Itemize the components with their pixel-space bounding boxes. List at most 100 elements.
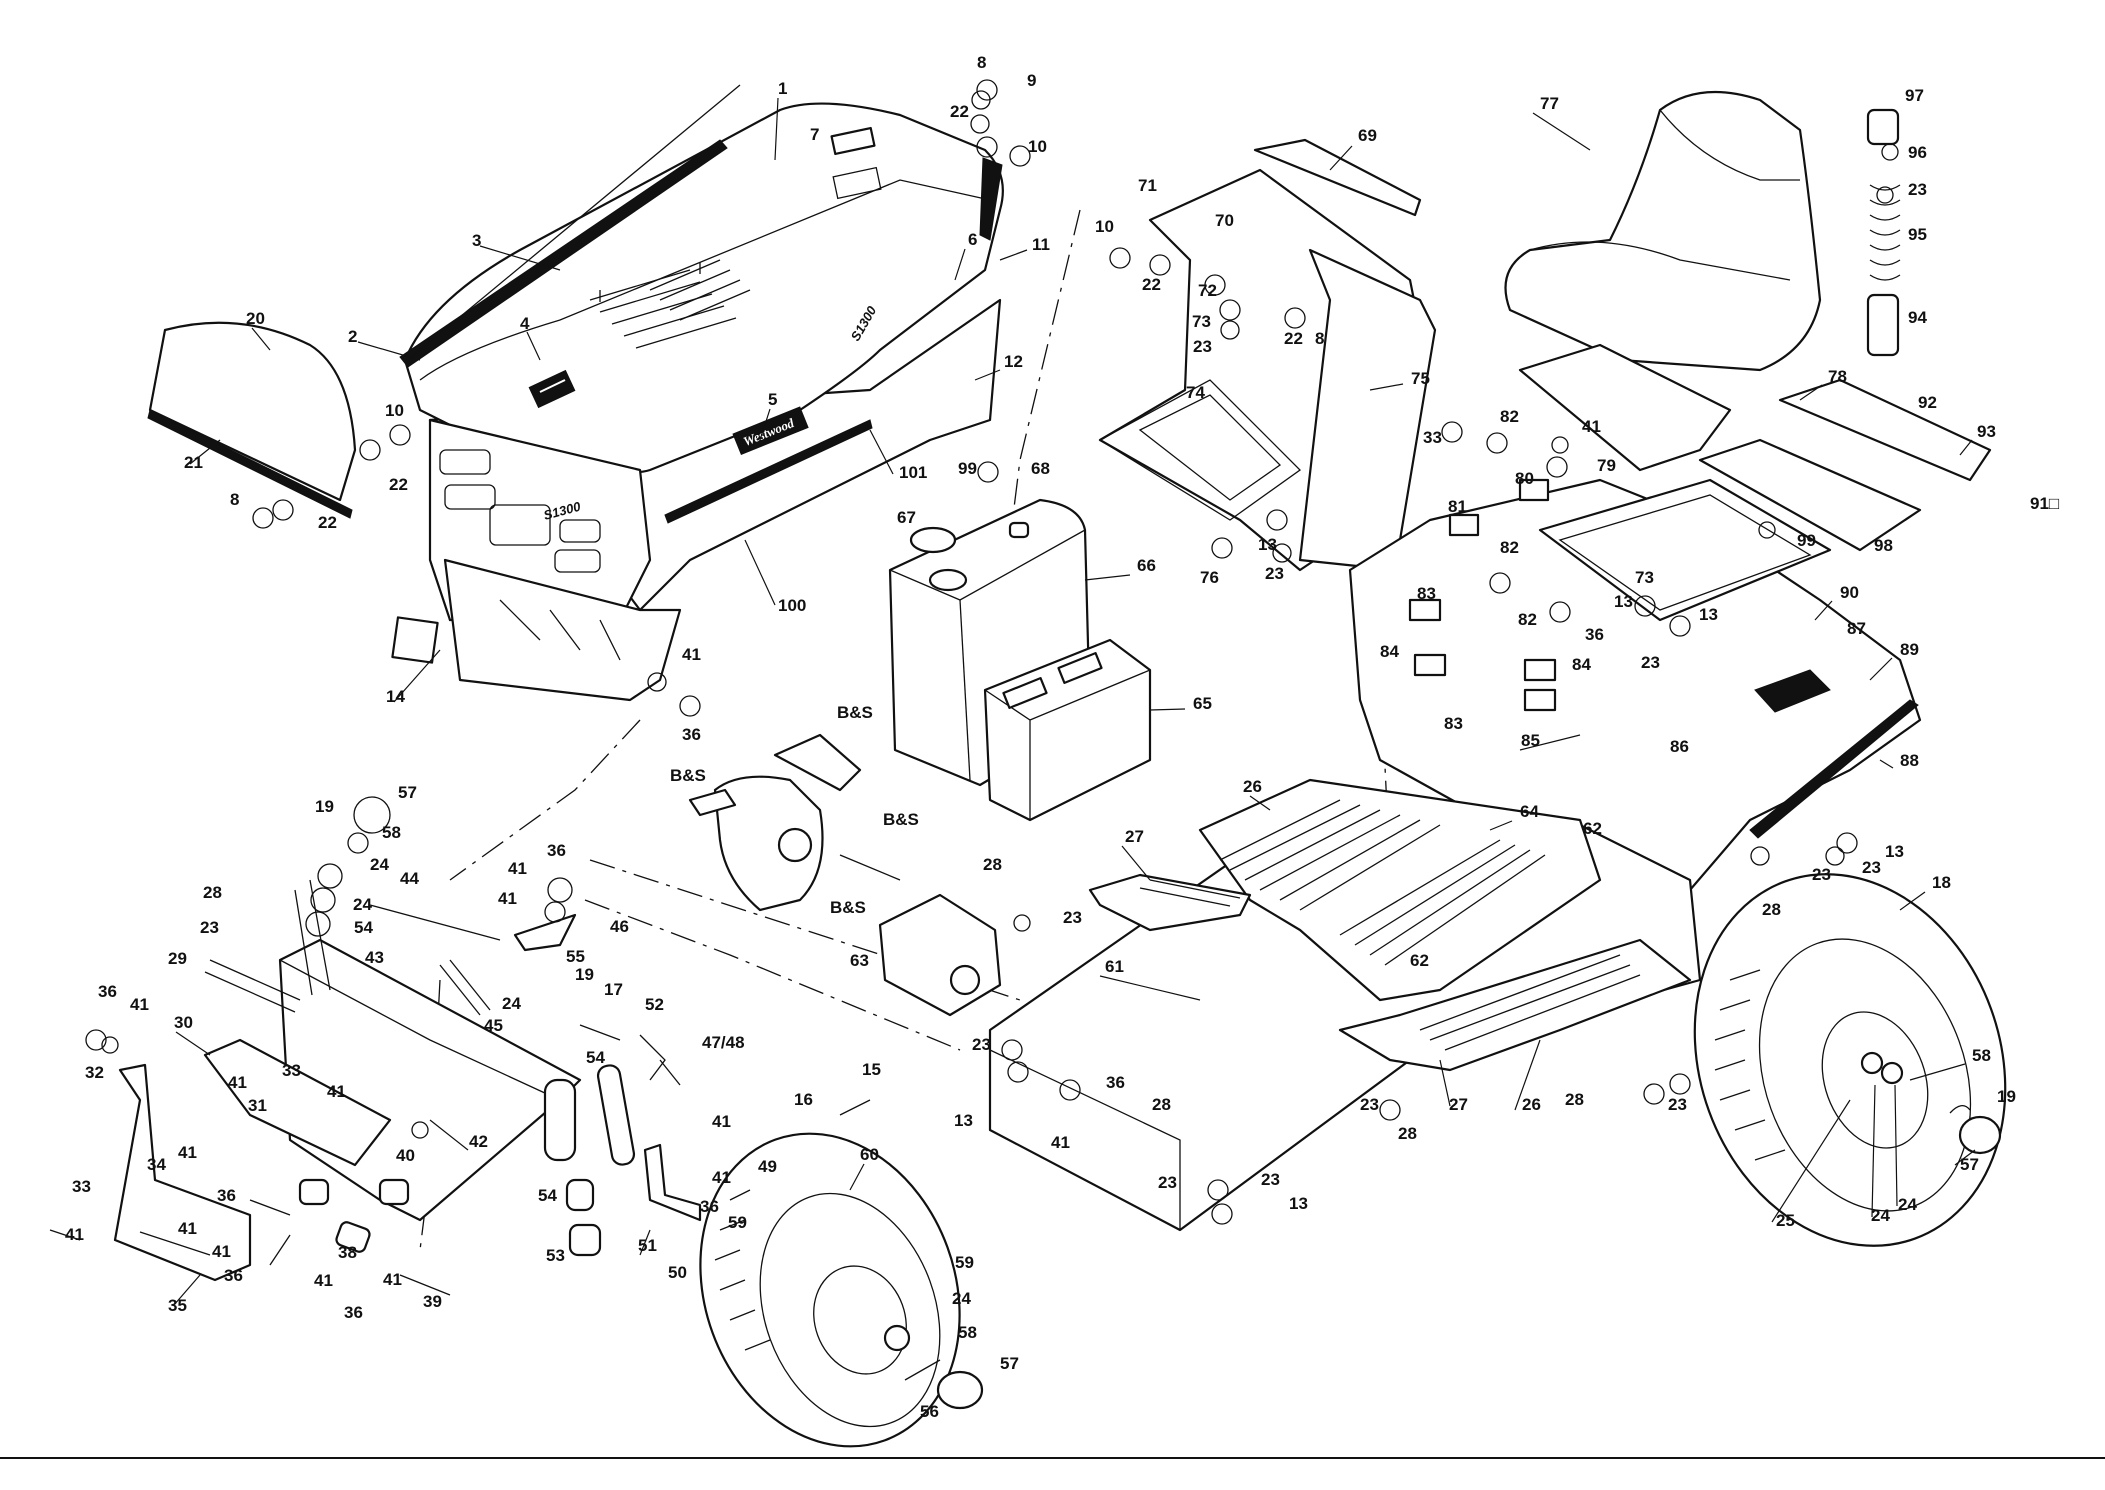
callout-label: 87: [1847, 619, 1866, 638]
callout-label: 55: [566, 947, 585, 966]
callout-label: 20: [246, 309, 265, 328]
callout-label: 28: [1565, 1090, 1584, 1109]
callout-label: 54: [538, 1186, 557, 1205]
callout-label: 57: [398, 783, 417, 802]
hood-lower-nose: [443, 558, 682, 702]
callout-label: 89: [1900, 640, 1919, 659]
callout-label: 24: [502, 994, 521, 1013]
callout-label: 41: [383, 1270, 402, 1289]
callout-label: 23: [1862, 858, 1881, 877]
callout-label: 71: [1138, 176, 1157, 195]
callout-label: 41: [178, 1219, 197, 1238]
callout-label: 52: [645, 995, 664, 1014]
callout-label: 23: [1812, 865, 1831, 884]
footrest-right: [1338, 938, 1692, 1072]
callout-label: 22: [950, 102, 969, 121]
callout-label: 2: [348, 327, 357, 346]
callout-label: 41: [498, 889, 517, 908]
callout-label: 36: [344, 1303, 363, 1322]
seat-bracket-plates: [1518, 343, 1992, 552]
callout-label: 28: [1398, 1124, 1417, 1143]
callout-label: 78: [1828, 367, 1847, 386]
callout-label: 67: [897, 508, 916, 527]
hood-latch-plate: [830, 126, 876, 156]
callout-label: 24: [1871, 1206, 1890, 1225]
callout-label: 41: [228, 1073, 247, 1092]
callout-label: 41: [1051, 1133, 1070, 1152]
callout-label: 70: [1215, 211, 1234, 230]
front-axle-assembly: [49, 879, 871, 1296]
callout-label: 41: [682, 645, 701, 664]
callout-label: 8: [1315, 329, 1324, 348]
callout-label: 3: [472, 231, 481, 250]
callout-label: 23: [1265, 564, 1284, 583]
callout-label: 26: [1243, 777, 1262, 796]
callout-label: 76: [1200, 568, 1219, 587]
callout-label: 22: [389, 475, 408, 494]
callout-label: 63: [850, 951, 869, 970]
callout-label: 82: [1500, 407, 1519, 426]
seat-pod: [1098, 138, 1437, 572]
callout-label: 23: [1261, 1170, 1280, 1189]
callout-label: 36: [98, 982, 117, 1001]
callout-label: 86: [1670, 737, 1689, 756]
callout-label: 95: [1908, 225, 1927, 244]
callout-label: 13: [1258, 535, 1277, 554]
callout-label: 8: [977, 53, 986, 72]
callout-label: 27: [1449, 1095, 1468, 1114]
front-reflector: [391, 616, 439, 664]
callout-label: 64: [1520, 802, 1539, 821]
callout-label: 43: [365, 948, 384, 967]
callout-label: 10: [385, 401, 404, 420]
callout-label: 99: [1797, 531, 1816, 550]
callout-label: 73: [1635, 568, 1654, 587]
callout-label: 57: [1960, 1155, 1979, 1174]
callout-label: 36: [547, 841, 566, 860]
callout-label: 41: [314, 1271, 333, 1290]
callout-label: 96: [1908, 143, 1927, 162]
callout-label: 23: [1158, 1173, 1177, 1192]
callout-label: 41: [327, 1082, 346, 1101]
muffler-group: [688, 733, 1002, 1017]
callout-label: 80: [1515, 469, 1534, 488]
callout-label: 68: [1031, 459, 1050, 478]
leader-lines: [173, 97, 1976, 1306]
callout-label: 13: [1699, 605, 1718, 624]
bolt-washer-hardware: [85, 79, 1899, 1225]
hood-assembly: Westwood S1300 S1300: [391, 84, 1004, 702]
callout-label: 33: [72, 1177, 91, 1196]
callout-label: 61: [1105, 957, 1124, 976]
callout-label: 90: [1840, 583, 1859, 602]
callout-label: 9: [1027, 71, 1036, 90]
callout-label: 22: [318, 513, 337, 532]
callout-label: 19: [1997, 1087, 2016, 1106]
callout-label: 31: [248, 1096, 267, 1115]
callout-label: 27: [1125, 827, 1144, 846]
callout-label: 36: [1106, 1073, 1125, 1092]
callout-label: 45: [484, 1016, 503, 1035]
callout-label: 58: [1972, 1046, 1991, 1065]
callout-label: 22: [1142, 275, 1161, 294]
callout-label: 28: [983, 855, 1002, 874]
callout-label: 100: [778, 596, 806, 615]
callout-label: 14: [386, 687, 405, 706]
callout-label: 30: [174, 1013, 193, 1032]
callout-label: 7: [810, 125, 819, 144]
callout-label: 99: [958, 459, 977, 478]
callout-label: 49: [758, 1157, 777, 1176]
callout-label: 38: [338, 1243, 357, 1262]
callout-label: 36: [700, 1197, 719, 1216]
callout-label: 4: [520, 314, 530, 333]
callout-label: 101: [899, 463, 927, 482]
callout-label: 23: [1641, 653, 1660, 672]
callout-label: 24: [952, 1289, 971, 1308]
callout-label: 41: [1582, 417, 1601, 436]
callout-label: 53: [546, 1246, 565, 1265]
callout-label: 66: [1137, 556, 1156, 575]
callout-label: 24: [370, 855, 389, 874]
callout-label: 19: [315, 797, 334, 816]
callout-label: 10: [1095, 217, 1114, 236]
callout-label: 62: [1410, 951, 1429, 970]
callout-label: 94: [1908, 308, 1927, 327]
